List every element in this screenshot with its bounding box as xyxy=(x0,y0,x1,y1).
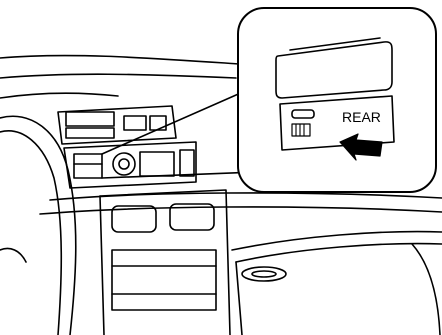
callout-leader xyxy=(102,88,256,178)
center-vent xyxy=(66,112,114,126)
glove-box xyxy=(232,232,442,335)
rear-defroster-switch xyxy=(74,154,102,178)
radio-slot xyxy=(112,250,216,310)
center-console-lower xyxy=(100,190,230,335)
rear-button-label: REAR xyxy=(342,109,381,125)
clock-display xyxy=(124,116,146,130)
hazard-switch xyxy=(113,153,135,175)
switch-panel xyxy=(64,142,196,188)
callout-bubble: REAR xyxy=(238,8,436,192)
center-console-upper xyxy=(58,106,176,144)
glove-box-handle xyxy=(242,267,286,281)
